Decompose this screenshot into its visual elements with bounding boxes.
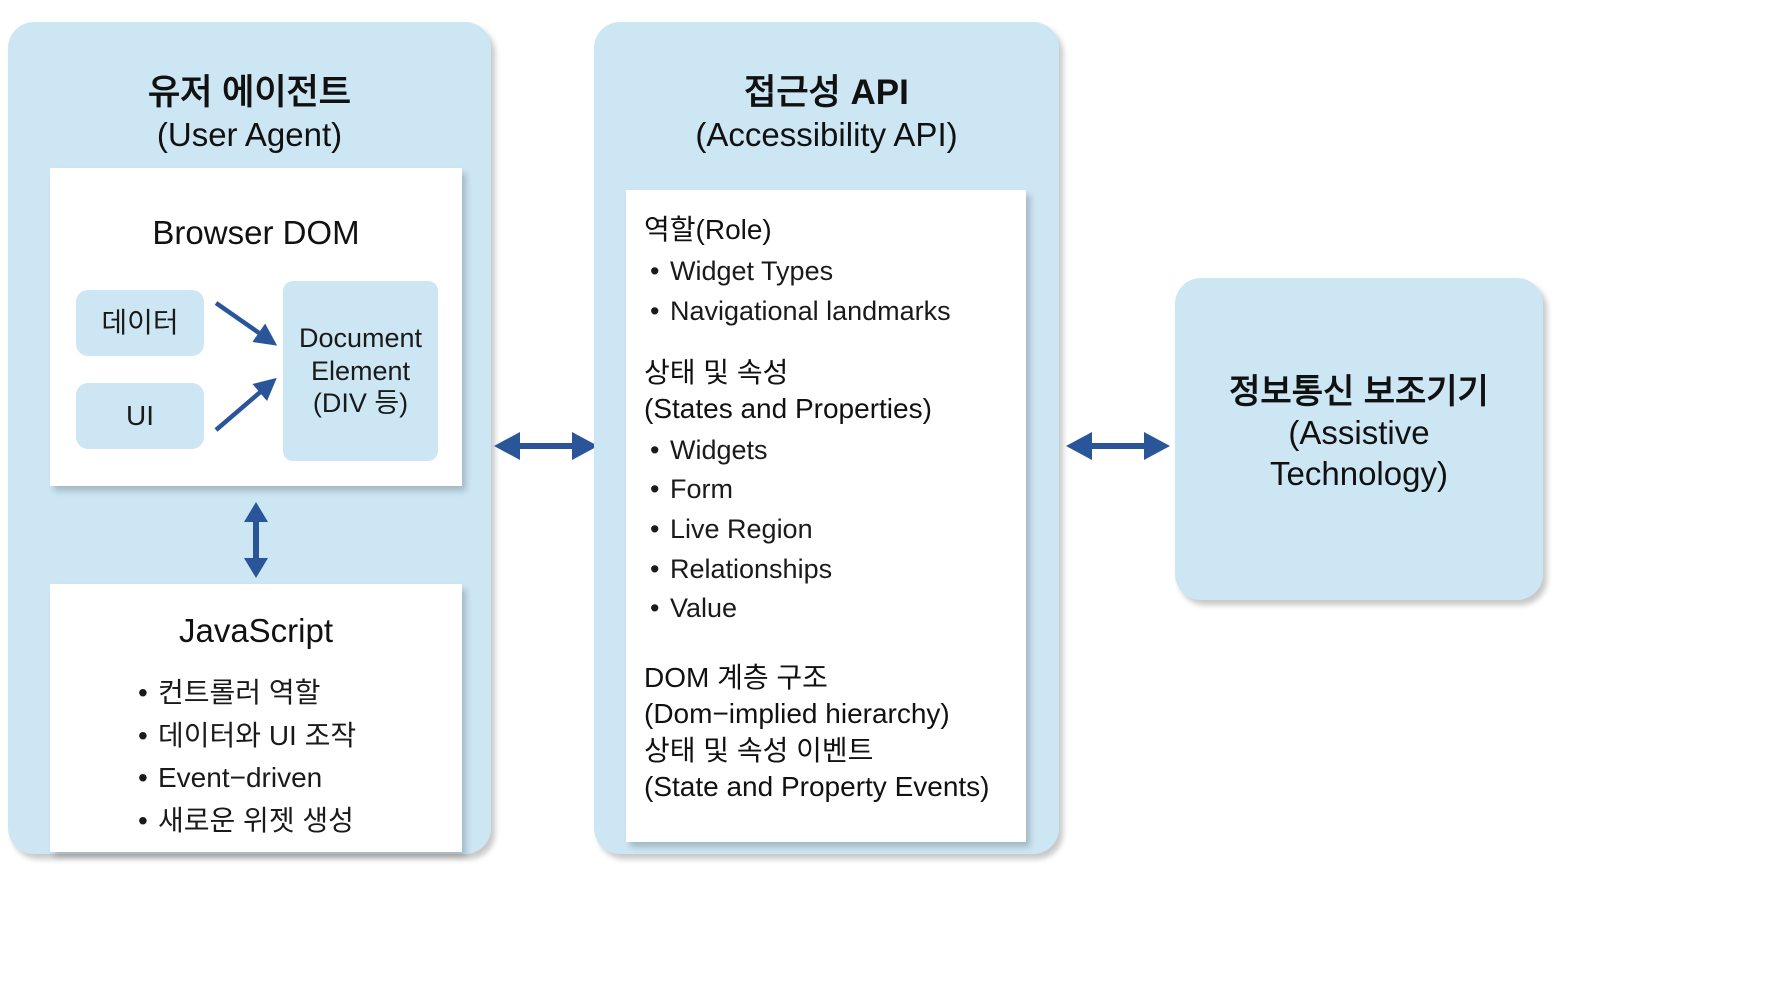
chip-data-label: 데이터 bbox=[101, 306, 179, 338]
panel-assistive-title-ko: 정보통신 보조기기 bbox=[1229, 373, 1489, 411]
api-group-dom-heading-en: (Dom−implied hierarchy) bbox=[644, 698, 950, 730]
api-group-events-heading-ko: 상태 및 속성 이벤트 bbox=[644, 734, 874, 766]
panel-user-agent-title-ko: 유저 에이전트 bbox=[148, 73, 351, 112]
api-group-states-list: Widgets Form Live Region Relationships V… bbox=[644, 431, 932, 629]
panel-assistive-title-en-1: (Assistive bbox=[1288, 414, 1430, 452]
panel-accessibility-api-title-ko: 접근성 API bbox=[744, 73, 909, 112]
panel-user-agent: 유저 에이전트 (User Agent) Browser DOM 데이터 UI … bbox=[8, 22, 491, 854]
list-item: Live Region bbox=[644, 510, 932, 550]
browser-dom-heading: Browser DOM bbox=[152, 214, 360, 251]
api-group-role-list: Widget Types Navigational landmarks bbox=[644, 252, 951, 331]
list-item: 컨트롤러 역할 bbox=[138, 672, 356, 715]
panel-assistive-technology: 정보통신 보조기기 (Assistive Technology) bbox=[1175, 278, 1543, 600]
arrow-dom-to-javascript bbox=[244, 502, 268, 578]
box-javascript: JavaScript 컨트롤러 역할 데이터와 UI 조작 Event−driv… bbox=[50, 584, 462, 852]
chip-document-element-line1: Document bbox=[298, 322, 423, 353]
chip-ui-label: UI bbox=[126, 399, 154, 431]
arrow-api-to-assistive-tech bbox=[1066, 432, 1170, 460]
api-group-role-heading: 역할(Role) bbox=[644, 214, 772, 245]
arrow-ui-to-document bbox=[214, 377, 277, 432]
chip-document-element-line3: (DIV 등) bbox=[312, 388, 409, 419]
api-group-states-heading-ko: 상태 및 속성 bbox=[644, 357, 789, 388]
panel-accessibility-api-title: 접근성 API (Accessibility API) bbox=[594, 72, 1059, 155]
api-group-states-and-properties: 상태 및 속성 (States and Properties) Widgets … bbox=[644, 355, 932, 629]
panel-user-agent-title-en: (User Agent) bbox=[156, 115, 343, 153]
list-item: Widgets bbox=[644, 431, 932, 471]
panel-accessibility-api: 접근성 API (Accessibility API) 역할(Role) Wid… bbox=[594, 22, 1059, 854]
list-item: 새로운 위젯 생성 bbox=[138, 800, 356, 843]
list-item: Navigational landmarks bbox=[644, 292, 951, 332]
api-group-dom-hierarchy: DOM 계층 구조 (Dom−implied hierarchy) 상태 및 속… bbox=[644, 660, 990, 806]
api-group-dom-heading-ko: DOM 계층 구조 bbox=[644, 662, 828, 693]
panel-accessibility-api-title-en: (Accessibility API) bbox=[695, 115, 958, 153]
list-item: 데이터와 UI 조작 bbox=[138, 715, 356, 758]
chip-document-element-line2: Element bbox=[310, 355, 411, 386]
list-item: Relationships bbox=[644, 550, 932, 590]
box-api-content: 역할(Role) Widget Types Navigational landm… bbox=[626, 190, 1026, 842]
api-group-role: 역할(Role) Widget Types Navigational landm… bbox=[644, 212, 951, 331]
chip-data: 데이터 bbox=[76, 290, 204, 356]
api-group-events-heading-en: (State and Property Events) bbox=[644, 771, 990, 803]
box-browser-dom: Browser DOM 데이터 UI Document Element (DIV… bbox=[50, 168, 462, 486]
arrow-useragent-to-api bbox=[494, 432, 598, 460]
list-item: Widget Types bbox=[644, 252, 951, 292]
dom-internal-arrows bbox=[214, 301, 278, 432]
javascript-feature-list: 컨트롤러 역할 데이터와 UI 조작 Event−driven 새로운 위젯 생… bbox=[138, 672, 356, 842]
list-item: Event−driven bbox=[138, 757, 356, 800]
list-item: Value bbox=[644, 589, 932, 629]
panel-assistive-technology-title: 정보통신 보조기기 (Assistive Technology) bbox=[1175, 372, 1543, 494]
chip-ui: UI bbox=[76, 383, 204, 449]
panel-user-agent-title: 유저 에이전트 (User Agent) bbox=[8, 72, 491, 155]
panel-assistive-title-en-2: Technology) bbox=[1270, 454, 1448, 492]
javascript-heading: JavaScript bbox=[178, 612, 334, 649]
list-item: Form bbox=[644, 470, 932, 510]
api-group-states-heading-en: (States and Properties) bbox=[644, 392, 932, 424]
arrow-data-to-document bbox=[214, 301, 278, 346]
chip-document-element: Document Element (DIV 등) bbox=[283, 281, 438, 461]
